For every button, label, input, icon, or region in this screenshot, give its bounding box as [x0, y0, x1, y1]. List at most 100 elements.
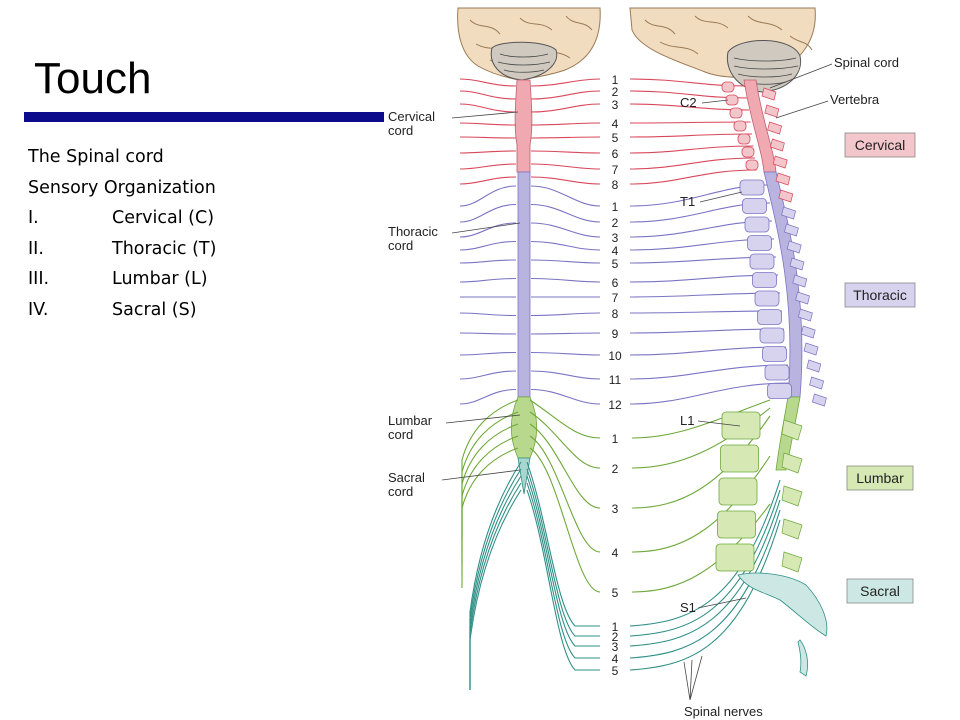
- vertebrae: [715, 81, 828, 677]
- nerve-number-thoracic: 10: [608, 349, 622, 363]
- nerve-line-thoracic: [459, 185, 601, 207]
- segment-label-sacral: Sacral: [860, 583, 900, 599]
- vertebra: [754, 290, 780, 307]
- nerve-number-thoracic: 2: [612, 216, 619, 230]
- list-item: IV.Sacral (S): [28, 295, 216, 326]
- c2-pointer: [701, 99, 729, 104]
- spinal-nerves-label: Spinal nerves: [684, 704, 763, 719]
- spinous-process: [772, 155, 788, 169]
- nerve-line-cervical: [459, 90, 601, 100]
- nerve-lines-left: [459, 78, 601, 690]
- spinous-process: [778, 189, 794, 203]
- nerve-line-right-sacral: [629, 489, 781, 637]
- nerve-line-thoracic: [459, 240, 601, 251]
- spinous-process: [775, 172, 791, 186]
- nerve-line-right-thoracic: [629, 382, 791, 405]
- vertebra: [744, 216, 770, 233]
- vertebra: [739, 179, 765, 196]
- nerve-line-thoracic: [459, 312, 601, 317]
- nerve-line-right-sacral: [629, 499, 781, 647]
- s1-pointer: [697, 597, 747, 609]
- nerve-number-sacral: 3: [612, 640, 619, 654]
- lumbar-cord-label-1: Lumbar: [388, 413, 433, 428]
- vertebra: [721, 411, 761, 440]
- list-text: Cervical (C): [112, 208, 215, 228]
- thoracic-cord-label-1: Thoracic: [388, 224, 438, 239]
- nerve-line-thoracic: [459, 370, 601, 380]
- cervical-cord-label-1: Cervical: [388, 109, 435, 124]
- nerve-number-thoracic: 4: [612, 244, 619, 258]
- nerve-line-right-cervical: [629, 133, 753, 138]
- nerve-line-sacral: [469, 482, 600, 690]
- segment-box-sacral: [846, 578, 914, 604]
- nerve-line-lumbar: [461, 435, 601, 576]
- list-number: I.: [28, 208, 39, 228]
- nerve-number-thoracic: 7: [612, 291, 619, 305]
- spinous-process: [781, 551, 803, 573]
- vertebra: [767, 383, 792, 399]
- lumbar-cord-label-2: cord: [388, 427, 413, 442]
- nerve-number-lumbar: 3: [612, 502, 619, 516]
- coccyx: [797, 639, 808, 677]
- spinous-process: [767, 121, 783, 135]
- spinous-process: [769, 138, 785, 152]
- nerve-number-lumbar: 4: [612, 546, 619, 560]
- nerve-line-lumbar: [461, 399, 601, 540]
- spinous-process: [803, 342, 819, 356]
- sacral-cord-label-1: Sacral: [388, 470, 425, 485]
- nerve-line-cervical: [459, 136, 601, 139]
- thoracic-pointer: [451, 222, 521, 234]
- vertebra: [733, 120, 747, 132]
- spinous-process: [783, 223, 799, 237]
- spinous-process: [811, 393, 827, 407]
- nerve-number-lumbar: 5: [612, 586, 619, 600]
- text-block: The Spinal cord Sensory Organization I.C…: [28, 142, 216, 325]
- vertebra: [729, 107, 743, 119]
- nerve-line-cervical: [459, 176, 601, 185]
- spinous-process: [792, 274, 808, 288]
- l1-pointer: [697, 420, 741, 427]
- nerve-number-lumbar: 1: [612, 432, 619, 446]
- vertebra: [745, 159, 759, 171]
- nerve-number-sacral: 2: [612, 630, 619, 644]
- nerve-number-cervical: 5: [612, 131, 619, 145]
- nerve-number-cervical: 4: [612, 117, 619, 131]
- list-item: III.Lumbar (L): [28, 264, 216, 295]
- spinous-process: [800, 325, 816, 339]
- vertebra: [757, 309, 782, 325]
- nerve-line-cervical: [459, 150, 601, 154]
- vertebra: [759, 327, 785, 344]
- brain-right: [629, 7, 816, 93]
- t1-pointer: [699, 191, 743, 203]
- nerve-line-right-cervical: [629, 145, 754, 154]
- nerve-number-thoracic: 1: [612, 200, 619, 214]
- nerve-number-thoracic: 12: [608, 398, 622, 412]
- nerve-number-thoracic: 11: [609, 373, 622, 387]
- nerve-line-sacral: [469, 489, 600, 690]
- intro-line: The Spinal cord: [28, 147, 164, 167]
- list-text: Thoracic (T): [112, 238, 217, 259]
- cervical-cord-label-2: cord: [388, 123, 413, 138]
- segment-label-cervical: Cervical: [855, 137, 906, 153]
- nerve-number-cervical: 1: [612, 73, 619, 87]
- vertebra: [752, 272, 777, 288]
- lumbar-pointer: [445, 414, 521, 424]
- vertebra: [749, 253, 775, 270]
- vertebra: [737, 133, 751, 145]
- spinous-process: [786, 240, 802, 254]
- spinous-process: [781, 485, 803, 507]
- nerve-line-lumbar: [461, 423, 601, 564]
- list-number: III.: [28, 269, 50, 289]
- nerve-number-cervical: 7: [612, 163, 619, 177]
- s1-label: S1: [680, 600, 696, 615]
- nerve-line-right-sacral: [629, 519, 781, 671]
- c2-label: C2: [680, 95, 697, 110]
- nerve-number-cervical: 2: [612, 85, 619, 99]
- spinous-process: [764, 104, 780, 118]
- nerve-number-cervical: 8: [612, 178, 619, 192]
- nerve-line-thoracic: [459, 259, 601, 264]
- vertebra: [742, 198, 767, 214]
- nerve-line-sacral: [469, 461, 600, 690]
